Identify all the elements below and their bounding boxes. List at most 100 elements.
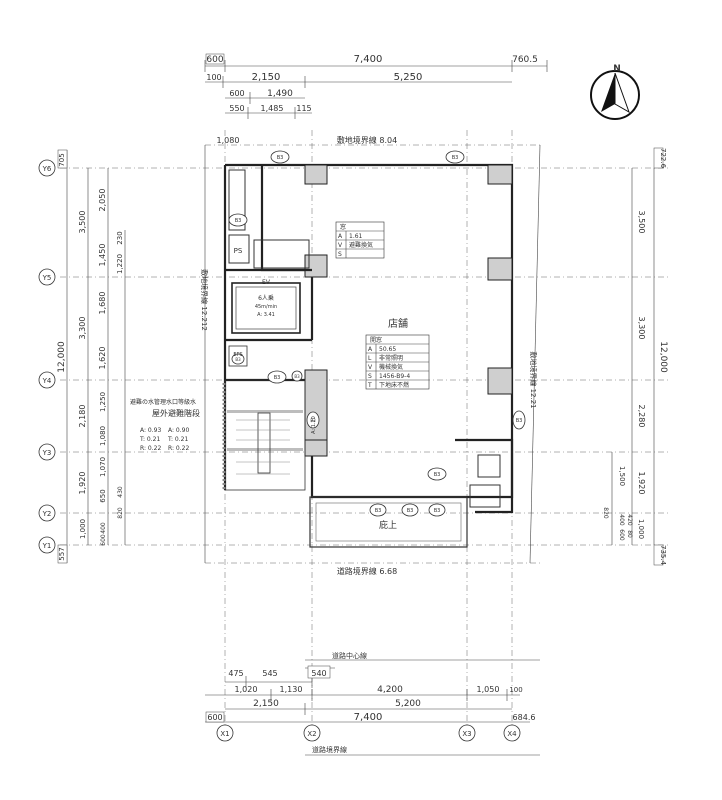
ev-speed: 45m/min <box>255 304 277 310</box>
outdoor-stair <box>222 379 306 491</box>
dim-right-in-2: 820 <box>602 507 609 519</box>
grid-y6: Y6 <box>42 165 52 173</box>
right-dimensions: 722.6 735.4 12,000 3,500 3,300 2,280 1,9… <box>602 147 668 566</box>
dim-top-1: 600 <box>206 55 223 65</box>
dim-left-in-3: 1,680 <box>98 292 107 315</box>
dim-left-in-1: 2,050 <box>98 189 107 212</box>
eps-label: EPS <box>233 352 242 358</box>
dim-top-3: 760.5 <box>512 55 538 65</box>
grid-bubbles-x: X1 X2 X3 X4 <box>216 724 521 742</box>
stair-label: 屋外避難階段 <box>152 408 200 418</box>
store-row3-val: 機械換気 <box>379 363 403 371</box>
dim-left-in-2: 1,450 <box>98 244 107 267</box>
dim-right-edge-bottom: 735.4 <box>659 545 667 566</box>
dim-right-mid-4: 1,920 <box>637 472 646 495</box>
store-row4-key: S <box>368 373 372 380</box>
store-row1-val: 50.65 <box>379 346 396 353</box>
ev-area: A: 3.41 <box>257 312 275 318</box>
left-dimensions: 705 557 12,000 3,500 3,300 2,180 1,920 1… <box>57 149 126 564</box>
room-tag-9: B3 <box>516 418 523 424</box>
dim-bottom-7: 1,050 <box>477 685 500 694</box>
grid-bubbles-y: Y6 Y5 Y4 Y3 Y2 Y1 <box>38 159 56 554</box>
dim-top-7: 600 <box>229 89 244 98</box>
dim-left-in-5: 1,250 <box>99 392 107 412</box>
dim-top-2: 7,400 <box>354 54 383 65</box>
dim-bottom-10: 5,200 <box>395 699 421 709</box>
room-tag-3: B3 <box>235 218 242 224</box>
dim-right-in-5: 420 <box>626 514 633 526</box>
dim-bottom-8: 100 <box>509 686 522 694</box>
dim-right-in-6: 80 <box>626 530 633 538</box>
stair-r-2: R: 0.22 <box>168 445 189 452</box>
dim-top-offset: 1,080 <box>217 136 240 145</box>
room-tag-2: B3 <box>452 155 459 161</box>
store-row5-key: T <box>367 382 372 389</box>
bottom-dimensions: 475 545 540 1,020 1,130 4,200 1,050 100 … <box>205 665 535 723</box>
dim-right-mid-2: 3,300 <box>637 317 646 340</box>
dim-left-in-8: 650 <box>99 489 107 502</box>
dim-top-8: 1,490 <box>267 89 293 99</box>
room-tag-6: B3 <box>375 508 382 514</box>
store-info-table: 開窓 A 50.65 L 非常照明 V 機械換気 S 1456-B9-4 T 下… <box>365 334 430 390</box>
stair-a-1: A: 0.93 <box>140 427 161 434</box>
grid-y5: Y5 <box>42 274 52 282</box>
store-label: 店舗 <box>388 317 408 330</box>
ps-label: PS <box>234 247 243 255</box>
boundary-top-label: 敷地境界線 8.04 <box>337 135 397 145</box>
dim-top-10: 1,485 <box>261 104 284 113</box>
stair-r-1: R: 0.22 <box>140 445 161 452</box>
dim-bottom-12: 7,400 <box>354 712 383 723</box>
dim-left-in-6: 1,080 <box>99 426 107 446</box>
window-row2-key: V <box>338 242 343 249</box>
stair-t-2: T: 0.21 <box>167 436 188 443</box>
dim-left-mid-1: 3,500 <box>78 211 87 234</box>
room-tag-1: B3 <box>277 155 284 161</box>
window-row2-val: 避難換気 <box>349 241 373 249</box>
dim-top-9: 550 <box>229 104 244 113</box>
dim-bottom-2: 545 <box>262 669 277 678</box>
room-tags: B3 B3 B3 B3 B3 B3 B3 B3 B3 B3 B3 B3 <box>228 150 526 517</box>
canopy-label: 庇上 <box>379 519 397 531</box>
dim-right-in-4: 600 <box>618 529 625 541</box>
dim-left-total: 12,000 <box>57 341 67 373</box>
road-center-label: 道路中心線 <box>332 651 367 660</box>
store-row3-key: V <box>368 364 373 371</box>
store-table-header: 開窓 <box>370 336 382 344</box>
room-tag-10: B3 <box>235 357 241 362</box>
boundary-left-label: 敷地境界線 12.212 <box>200 269 209 331</box>
dim-left-in-4: 1,620 <box>98 347 107 370</box>
dim-left-mid-4: 1,920 <box>78 472 87 495</box>
room-tag-8: B3 <box>434 508 441 514</box>
dim-right-in-1: 1,500 <box>618 466 626 486</box>
dim-left-in-7: 1,070 <box>99 457 107 477</box>
dim-right-mid-5: 1,000 <box>637 519 645 539</box>
shaft-area: A: 1.20 <box>311 416 317 434</box>
store-row5-val: 下地床不燃 <box>379 381 409 389</box>
dim-top-6: 5,250 <box>394 72 423 83</box>
ev-capacity: 6人乗 <box>258 295 274 302</box>
grid-x1: X1 <box>220 730 229 738</box>
room-tag-12: B3 <box>294 374 300 379</box>
ev-title: EV <box>262 279 271 286</box>
dim-bottom-3: 540 <box>311 669 326 678</box>
dim-left-small-2: 1,220 <box>116 254 124 274</box>
dim-right-total: 12,000 <box>658 341 668 373</box>
room-tag-4: B3 <box>274 375 281 381</box>
store-row2-key: L <box>368 355 372 362</box>
top-dimensions: 600 7,400 760.5 100 2,150 5,250 600 1,49… <box>204 53 548 145</box>
dim-top-5: 2,150 <box>252 72 281 83</box>
grid-x3: X3 <box>462 730 471 738</box>
store-row1-key: A <box>368 346 373 353</box>
building-walls <box>223 163 514 548</box>
boundary-right-label: 敷地境界線 12.21 <box>529 351 538 408</box>
dim-left-edge-top: 705 <box>58 153 66 166</box>
stair-note: 避難の水管理水口等級水 <box>130 398 196 406</box>
boundary-bottom-label: 道路境界線 6.68 <box>337 566 397 576</box>
grid-y1: Y1 <box>42 542 52 550</box>
window-row1-key: A <box>338 233 343 240</box>
grid-x2: X2 <box>307 730 316 738</box>
dim-bottom-6: 4,200 <box>377 685 403 695</box>
dim-left-small-1: 230 <box>116 231 124 244</box>
room-tag-11: B3 <box>310 418 316 423</box>
north-arrow: N <box>590 64 640 120</box>
